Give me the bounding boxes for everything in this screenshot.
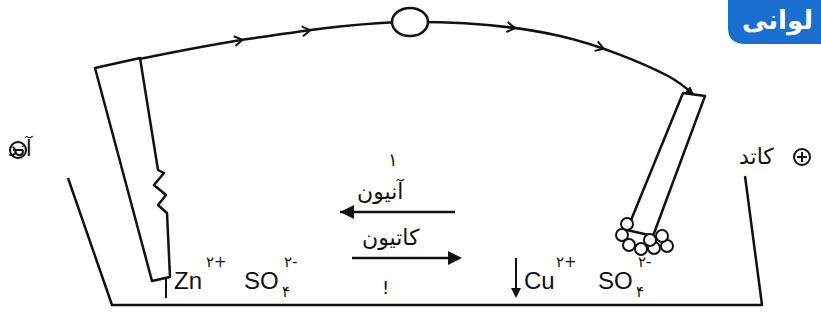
ion-label: ۲- bbox=[638, 254, 651, 271]
electrode-label: کاتد bbox=[739, 145, 774, 169]
light-bulb bbox=[392, 8, 428, 36]
flow-chevron bbox=[234, 35, 243, 46]
anion-arrow bbox=[340, 205, 354, 219]
cation-arrow bbox=[448, 251, 462, 265]
ion-down-arrow bbox=[511, 288, 521, 298]
banner-title: لوانی bbox=[742, 6, 813, 35]
electrode-outline bbox=[92, 55, 187, 287]
ion-label: Cu bbox=[524, 268, 555, 294]
flow-label: ! bbox=[382, 278, 389, 298]
ion-label: ۲+ bbox=[206, 254, 227, 271]
plus-symbol bbox=[794, 149, 810, 165]
flow-chevron bbox=[506, 22, 515, 33]
flow-label: ۱ bbox=[388, 150, 398, 170]
ion-label: SO bbox=[244, 268, 279, 294]
flow-chevron bbox=[595, 41, 606, 53]
flow-chevron bbox=[302, 25, 311, 36]
electrode-plate bbox=[627, 93, 705, 236]
electrode: آند bbox=[92, 55, 187, 287]
electrode-label: آند bbox=[8, 137, 32, 161]
flow-label: کاتیون bbox=[362, 226, 419, 250]
copper-deposit bbox=[644, 234, 656, 246]
anion-arrow bbox=[340, 211, 455, 214]
copper-deposit bbox=[656, 230, 668, 242]
cation-arrow bbox=[352, 257, 458, 260]
ion-label: ۴ bbox=[282, 284, 290, 301]
ion-label: SO bbox=[598, 268, 633, 294]
flow-label: آنیون bbox=[357, 180, 403, 204]
electrode-plate bbox=[95, 58, 170, 281]
ion-label: ۴ bbox=[636, 284, 644, 301]
electrode: کاتد bbox=[605, 90, 715, 260]
copper-deposit bbox=[623, 239, 635, 251]
ion-label: Zn bbox=[174, 268, 202, 294]
ion-label: ۲- bbox=[284, 254, 297, 271]
title-banner bbox=[728, 0, 821, 44]
ion-label: ۲+ bbox=[556, 254, 577, 271]
plus-symbol bbox=[801, 152, 803, 162]
electrode-outline bbox=[605, 90, 715, 260]
